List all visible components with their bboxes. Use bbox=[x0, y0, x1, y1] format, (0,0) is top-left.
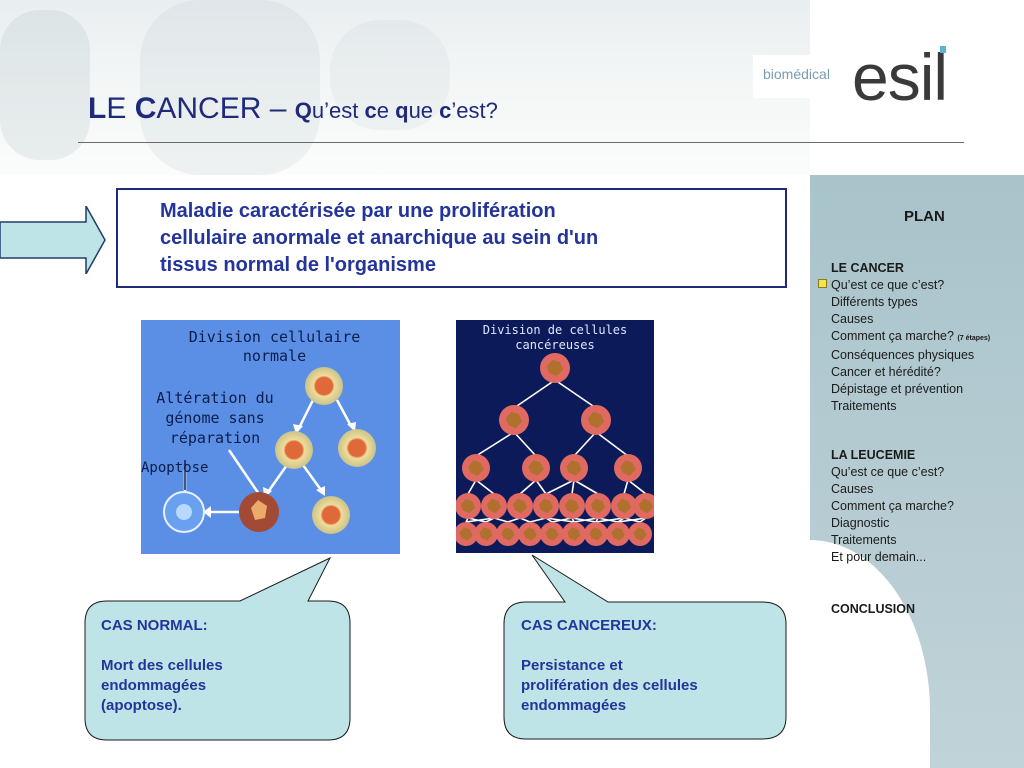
cancer-cell bbox=[611, 493, 637, 519]
apoptose-label: Apoptose bbox=[141, 460, 209, 476]
normal-cell bbox=[305, 367, 343, 405]
header-background bbox=[0, 0, 810, 175]
plan-item[interactable]: Dépistage et prévention bbox=[831, 382, 964, 396]
plan-item-label: Comment ça marche? bbox=[831, 329, 954, 343]
cancer-cell bbox=[628, 522, 652, 546]
cancer-cell bbox=[507, 493, 533, 519]
logo-background bbox=[753, 55, 845, 98]
cancer-cell bbox=[562, 522, 586, 546]
header-photo-shape bbox=[140, 0, 320, 175]
cancer-cell bbox=[606, 522, 630, 546]
cancer-cell bbox=[496, 522, 520, 546]
plan-item[interactable]: Traitements bbox=[831, 399, 897, 413]
cancer-cell bbox=[522, 454, 550, 482]
logo-subtitle: biomédical bbox=[763, 66, 830, 82]
alteration-label: Altération du génome sans réparation bbox=[156, 389, 274, 447]
cancer-cell bbox=[518, 522, 542, 546]
title-divider bbox=[78, 142, 964, 143]
plan-item[interactable]: Et pour demain... bbox=[831, 550, 927, 564]
plan-title: PLAN bbox=[904, 208, 945, 225]
cancer-cell bbox=[540, 522, 564, 546]
plan-item[interactable]: Traitements bbox=[831, 533, 897, 547]
logo-name: esil bbox=[852, 40, 948, 114]
apoptotic-core bbox=[176, 504, 192, 520]
plan-item[interactable]: Causes bbox=[831, 312, 874, 326]
cancer-division-image: Division de cellules cancéreuses bbox=[456, 320, 654, 553]
definition-text: Maladie caractérisée par une proliférati… bbox=[160, 198, 770, 279]
plan-item[interactable]: Qu’est ce que c’est? bbox=[831, 278, 945, 292]
cancer-cell bbox=[585, 493, 611, 519]
plan-item[interactable]: Qu’est ce que c’est? bbox=[831, 465, 945, 479]
plan-item[interactable]: Causes bbox=[831, 482, 874, 496]
definition-box bbox=[116, 188, 787, 288]
callout-line: Mort des cellules bbox=[101, 657, 223, 674]
plan-section-conclusion: CONCLUSION bbox=[831, 601, 915, 618]
callout-line: endommagées bbox=[101, 677, 207, 694]
plan-item[interactable]: Conséquences physiques bbox=[831, 348, 975, 362]
header-photo-shape bbox=[0, 10, 90, 160]
slide-title: LE CANCER – Qu’est ce que c’est? bbox=[88, 92, 498, 125]
cancer-image-title: Division de cellules cancéreuses bbox=[482, 323, 628, 352]
normal-cell bbox=[312, 496, 350, 534]
callout-cancer: CAS CANCEREUX: Persistance et proliférat… bbox=[521, 616, 781, 716]
cancer-cell bbox=[559, 493, 585, 519]
callout-heading: CAS CANCEREUX: bbox=[521, 617, 657, 634]
damaged-nucleus bbox=[251, 500, 267, 520]
cancer-cell bbox=[581, 405, 611, 435]
cancer-cell bbox=[456, 522, 478, 546]
callout-line: (apoptose). bbox=[101, 697, 182, 714]
callout-line: Persistance et bbox=[521, 657, 623, 674]
cancer-division-diagram bbox=[456, 353, 654, 546]
cancer-cell bbox=[560, 454, 588, 482]
callout-line: endommagées bbox=[521, 697, 627, 714]
cancer-cell bbox=[474, 522, 498, 546]
cancer-cell bbox=[462, 454, 490, 482]
steps-note: (7 étapes) bbox=[957, 335, 991, 342]
definition-line: tissus normal de l'organisme bbox=[160, 254, 436, 276]
plan-section-cancer: LE CANCER Qu’est ce que c’est? Différent… bbox=[831, 260, 990, 415]
callout-normal: CAS NORMAL: Mort des cellules endommagée… bbox=[101, 616, 341, 716]
plan-item[interactable]: Diagnostic bbox=[831, 516, 890, 530]
plan-item[interactable]: Différents types bbox=[831, 295, 918, 309]
definition-line: Maladie caractérisée par une proliférati… bbox=[160, 200, 556, 222]
cancer-cell bbox=[540, 353, 570, 383]
plan-heading[interactable]: LE CANCER bbox=[831, 261, 904, 275]
normal-image-title: Division cellulaire normale bbox=[188, 328, 361, 365]
normal-cell bbox=[338, 429, 376, 467]
right-arrow-icon bbox=[0, 206, 106, 274]
logo-accent bbox=[940, 46, 946, 53]
normal-division-diagram bbox=[163, 367, 376, 534]
definition-line: cellulaire anormale et anarchique au sei… bbox=[160, 227, 599, 249]
header-photo-shape bbox=[330, 20, 450, 130]
plan-item[interactable]: Comment ça marche? (7 étapes) bbox=[831, 328, 990, 347]
cancer-cell bbox=[584, 522, 608, 546]
callout-cancer-shape bbox=[503, 554, 787, 740]
callout-line: prolifération des cellules bbox=[521, 677, 698, 694]
cancer-cell bbox=[533, 493, 559, 519]
cancer-cell bbox=[614, 454, 642, 482]
plan-item[interactable]: Comment ça marche? bbox=[831, 499, 954, 513]
callout-heading: CAS NORMAL: bbox=[101, 617, 208, 634]
cancer-cell bbox=[633, 493, 654, 519]
plan-item[interactable]: Cancer et hérédité? bbox=[831, 365, 941, 379]
plan-heading[interactable]: LA LEUCEMIE bbox=[831, 448, 916, 462]
cancer-cell bbox=[481, 493, 507, 519]
normal-division-image: Division cellulaire normale Altération d… bbox=[141, 320, 400, 554]
callout-normal-shape bbox=[84, 556, 351, 741]
normal-cell bbox=[275, 431, 313, 469]
current-item-marker bbox=[818, 279, 827, 288]
cancer-cell bbox=[499, 405, 529, 435]
plan-section-leucemie: LA LEUCEMIE Qu’est ce que c’est? Causes … bbox=[831, 447, 954, 566]
cancer-cell bbox=[456, 493, 481, 519]
plan-heading[interactable]: CONCLUSION bbox=[831, 602, 916, 616]
